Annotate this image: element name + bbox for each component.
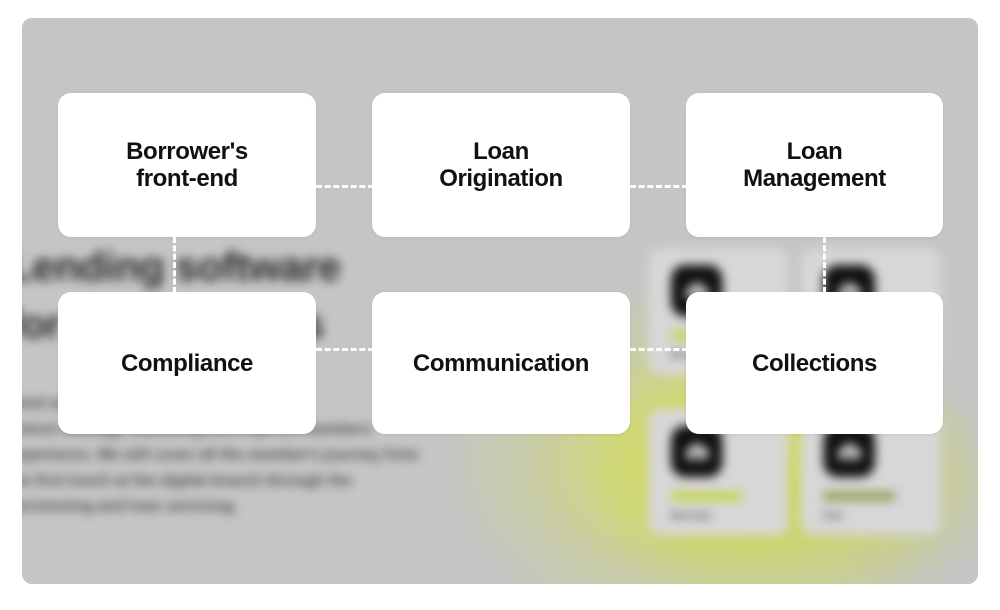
node-loan-origination[interactable]: Loan Origination bbox=[372, 93, 630, 237]
connector-compliance-to-communication bbox=[316, 348, 374, 351]
node-label: Loan Management bbox=[743, 138, 886, 192]
node-collections[interactable]: Collections bbox=[686, 292, 943, 434]
node-label: Collections bbox=[752, 349, 877, 377]
connector-borrowers-front-end-to-loan-origination bbox=[316, 185, 374, 188]
node-borrowers-front-end[interactable]: Borrower's front-end bbox=[58, 93, 316, 237]
feature-card-bar bbox=[823, 491, 896, 501]
connector-borrowers-front-end-to-compliance bbox=[173, 237, 176, 293]
diagram-frame: Lending software for credit unions Need … bbox=[22, 18, 978, 584]
node-compliance[interactable]: Compliance bbox=[58, 292, 316, 434]
connector-communication-to-collections bbox=[630, 348, 688, 351]
node-loan-management[interactable]: Loan Management bbox=[686, 93, 943, 237]
feature-card-bar bbox=[670, 491, 744, 501]
node-label: Borrower's front-end bbox=[126, 138, 248, 192]
connector-loan-management-to-collections bbox=[823, 237, 826, 293]
cloud-upload-icon bbox=[670, 425, 723, 478]
node-label: Compliance bbox=[120, 349, 254, 377]
cloud-upload-icon bbox=[823, 425, 875, 478]
feature-card-caption: Fast bbox=[823, 510, 843, 521]
feature-card-caption: Borrower bbox=[670, 510, 713, 521]
connector-loan-origination-to-loan-management bbox=[630, 185, 688, 188]
node-label: Communication bbox=[412, 349, 590, 377]
node-communication[interactable]: Communication bbox=[372, 292, 630, 434]
node-label: Loan Origination bbox=[439, 138, 563, 192]
